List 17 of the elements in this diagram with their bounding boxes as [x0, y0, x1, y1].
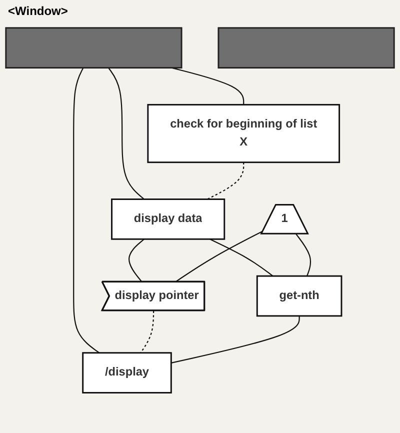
- root-label: <Window>: [8, 4, 68, 18]
- connector: [171, 316, 300, 364]
- connector: [296, 234, 312, 276]
- connector: [175, 230, 264, 282]
- connector: [108, 67, 145, 200]
- connector: [210, 238, 274, 276]
- connector: [73, 68, 100, 354]
- connector: [140, 310, 154, 354]
- node-box: get-nth: [256, 275, 342, 317]
- node-box: display data: [111, 198, 226, 240]
- node-bar: [218, 27, 395, 69]
- node-box: check for beginning of list X: [147, 104, 340, 164]
- node-box: /display: [82, 352, 172, 394]
- connector: [171, 67, 244, 105]
- connector: [128, 238, 145, 282]
- node-bar: [5, 27, 182, 69]
- connector: [207, 162, 244, 200]
